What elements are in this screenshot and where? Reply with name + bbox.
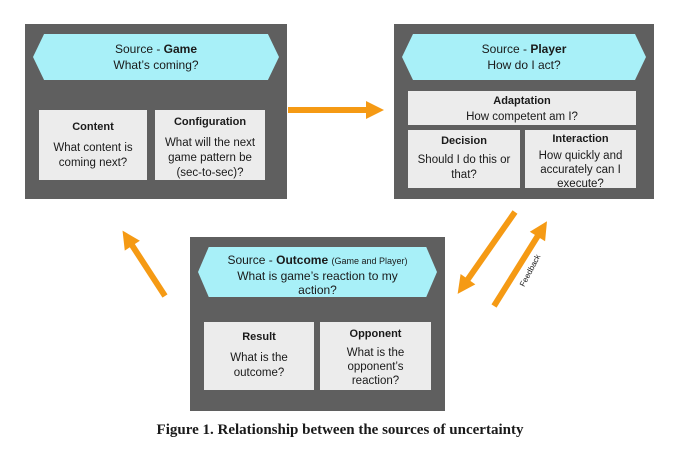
interaction-question: How quickly and accurately can I execute… — [538, 150, 623, 190]
box-opponent: Opponent What is the opponent’s reaction… — [320, 322, 431, 390]
result-head: Result — [242, 331, 276, 343]
arrow-game-to-player — [288, 101, 384, 119]
panel-outcome: Source - Outcome (Game and Player) What … — [190, 237, 445, 411]
configuration-head: Configuration — [173, 116, 247, 128]
content-question: What content is coming next? — [53, 142, 133, 169]
adaptation-head: Adaptation — [493, 95, 551, 107]
game-subtitle: What’s coming? — [113, 58, 199, 72]
outcome-subtitle: What is game’s reaction to my action? — [237, 269, 398, 297]
arrow-player-to-outcome — [457, 210, 518, 294]
player-subtitle: How do I act? — [487, 58, 561, 72]
result-question: What is the outcome? — [230, 352, 288, 379]
hex-game-source: Source - Game What’s coming? — [33, 34, 279, 80]
figure-caption: Figure 1. Relationship between the sourc… — [156, 422, 524, 438]
box-decision: Decision Should I do this or that? — [408, 130, 520, 188]
hex-player-source: Source - Player How do I act? — [402, 34, 646, 80]
arrow-feedback — [491, 221, 547, 308]
hex-outcome-source: Source - Outcome (Game and Player) What … — [198, 247, 437, 297]
player-source-title: Source - Player — [481, 42, 567, 56]
panel-player: Source - Player How do I act? Adaptation… — [394, 24, 654, 199]
box-content: Content What content is coming next? — [39, 110, 147, 180]
box-adaptation: Adaptation How competent am I? — [408, 91, 636, 125]
panel-game: Source - Game What’s coming? Content Wha… — [25, 24, 287, 199]
box-configuration: Configuration What will the next game pa… — [155, 110, 265, 180]
game-source-title: Source - Game — [114, 42, 198, 56]
opponent-head: Opponent — [349, 328, 402, 340]
box-interaction: Interaction How quickly and accurately c… — [525, 130, 636, 190]
configuration-question: What will the next game pattern be (sec-… — [164, 137, 256, 179]
decision-head: Decision — [441, 135, 487, 147]
arrow-outcome-to-game — [122, 230, 168, 298]
adaptation-question: How competent am I? — [466, 111, 578, 123]
content-head: Content — [72, 121, 114, 133]
outcome-source-title: Source - Outcome (Game and Player) — [227, 253, 408, 267]
opponent-question: What is the opponent’s reaction? — [346, 347, 405, 387]
interaction-head: Interaction — [552, 133, 609, 145]
box-result: Result What is the outcome? — [204, 322, 314, 390]
decision-question: Should I do this or that? — [417, 154, 511, 181]
